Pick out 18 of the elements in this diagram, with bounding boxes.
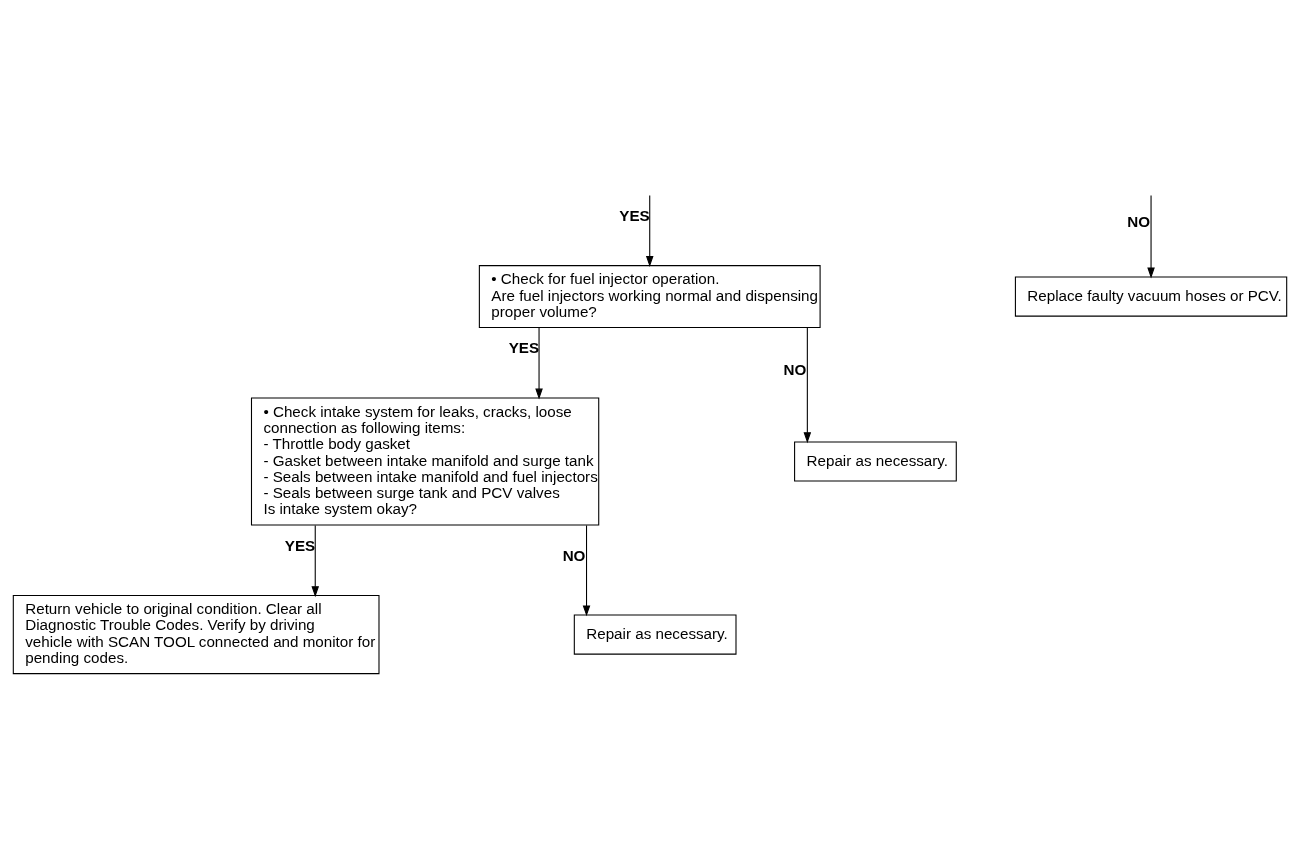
node-box: Return vehicle to original condition. Clear all Diagnostic Trouble Codes. Verify by driving vehicle with SCAN TOOL connected and monitor for pending codes. xyxy=(12,594,380,674)
edge-label: YES xyxy=(508,338,540,356)
edge-label: NO xyxy=(1127,212,1150,229)
node-box: • Check intake system for leaks, cracks, loose connection as following items: - Throttle body gasket - Gasket between intake manifold and surge tank - Seals between intake manifold and fuel injectors - Seals between surge tank and PCV valves Is intake system okay? xyxy=(250,397,600,526)
node-box: • Check for fuel injector operation. Are fuel injectors working normal and dispensing proper volume? xyxy=(478,264,821,328)
arrow xyxy=(1147,194,1155,278)
arrow xyxy=(803,326,812,443)
node-box: Repair as necessary. xyxy=(573,614,737,655)
edge-label: NO xyxy=(562,546,586,564)
arrow xyxy=(311,524,320,597)
arrow xyxy=(645,194,654,267)
edge-label: NO xyxy=(783,360,807,378)
node-box: Replace faulty vacuum hoses or PCV. xyxy=(1014,276,1288,317)
arrow xyxy=(535,326,543,399)
arrow xyxy=(582,524,591,616)
edge-label: YES xyxy=(284,536,316,554)
edge-label: YES xyxy=(619,206,650,224)
node-box: Repair as necessary. xyxy=(794,440,957,482)
